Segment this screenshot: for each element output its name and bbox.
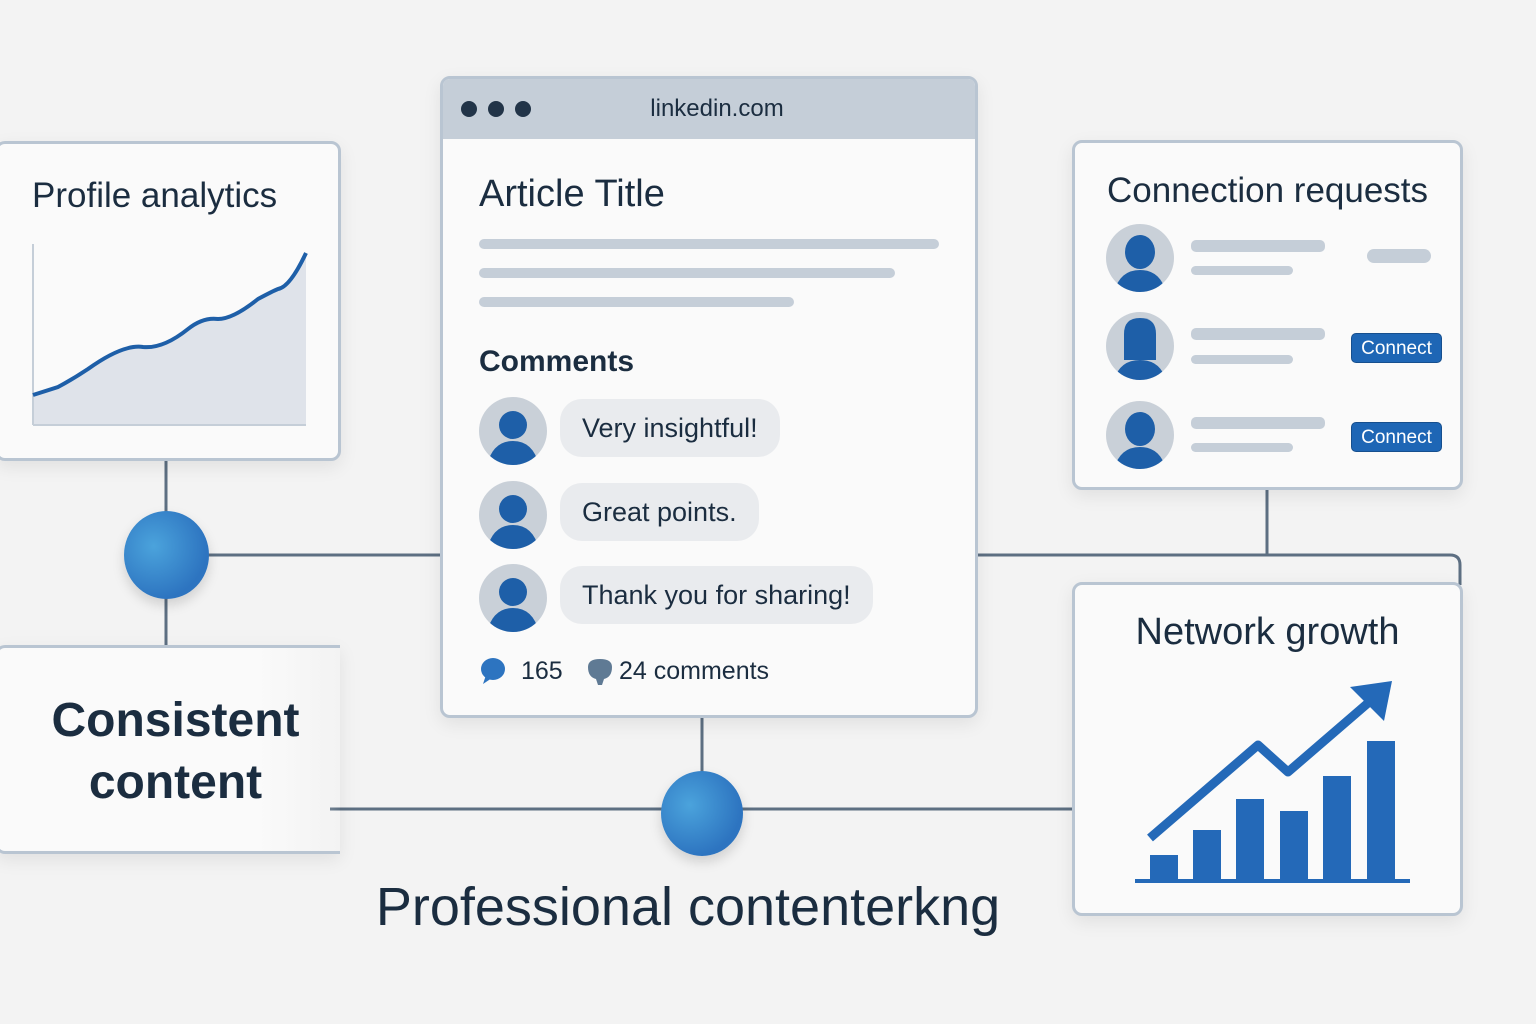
connect-button[interactable]: Connect: [1351, 422, 1442, 452]
connector-node: [661, 771, 743, 856]
text-placeholder: [479, 268, 895, 278]
text-placeholder: [1191, 417, 1325, 429]
avatar-icon: [1106, 401, 1174, 469]
avatar-icon: [479, 564, 547, 632]
comment-bubble: Thank you for sharing!: [560, 566, 873, 624]
url-bar[interactable]: linkedin.com: [650, 95, 784, 122]
title-line: Consistent: [51, 694, 300, 747]
window-dot-icon[interactable]: [515, 101, 531, 117]
card-title: Connection requests: [1107, 171, 1429, 210]
card-title: Profile analytics: [32, 176, 278, 215]
title-line: content: [88, 756, 263, 809]
growth-bar-chart-icon: [1135, 681, 1410, 883]
article-title: Article Title: [479, 173, 665, 215]
text-placeholder: [479, 239, 939, 249]
browser-window: linkedin.com Article Title Comments Very…: [440, 76, 978, 718]
connect-button[interactable]: Connect: [1351, 333, 1442, 363]
connector-node: [124, 511, 209, 599]
comments-count[interactable]: 24 comments: [619, 657, 770, 685]
like-bubble-icon[interactable]: [479, 657, 507, 685]
card-title: Consistent content: [0, 690, 353, 814]
text-placeholder: [479, 297, 794, 307]
window-dot-icon[interactable]: [461, 101, 477, 117]
text-placeholder: [1191, 355, 1293, 364]
text-placeholder: [1191, 443, 1293, 452]
text-placeholder: [1191, 240, 1325, 252]
avatar-icon: [479, 397, 547, 465]
comment-icon[interactable]: [586, 657, 614, 687]
avatar-icon: [479, 481, 547, 549]
network-growth-card: Network growth: [1072, 582, 1463, 916]
browser-title-bar: linkedin.com: [443, 79, 975, 139]
window-dot-icon[interactable]: [488, 101, 504, 117]
comments-heading: Comments: [479, 345, 635, 378]
comment-bubble: Very insightful!: [560, 399, 780, 457]
text-placeholder: [1191, 328, 1325, 340]
avatar-icon: [1106, 224, 1174, 292]
connection-requests-card: Connection requests Connect Connect: [1072, 140, 1463, 490]
text-placeholder: [1191, 266, 1293, 275]
consistent-content-card: Consistent content: [0, 645, 340, 854]
card-title: Network growth: [1135, 611, 1400, 653]
likes-count: 165: [521, 657, 563, 685]
avatar-icon: [1106, 312, 1174, 380]
comment-bubble: Great points.: [560, 483, 759, 541]
caption: Professional contenterkng: [375, 877, 1001, 937]
profile-analytics-card: Profile analytics: [0, 141, 341, 461]
analytics-line-chart: [32, 244, 308, 426]
pending-placeholder: [1367, 249, 1431, 263]
